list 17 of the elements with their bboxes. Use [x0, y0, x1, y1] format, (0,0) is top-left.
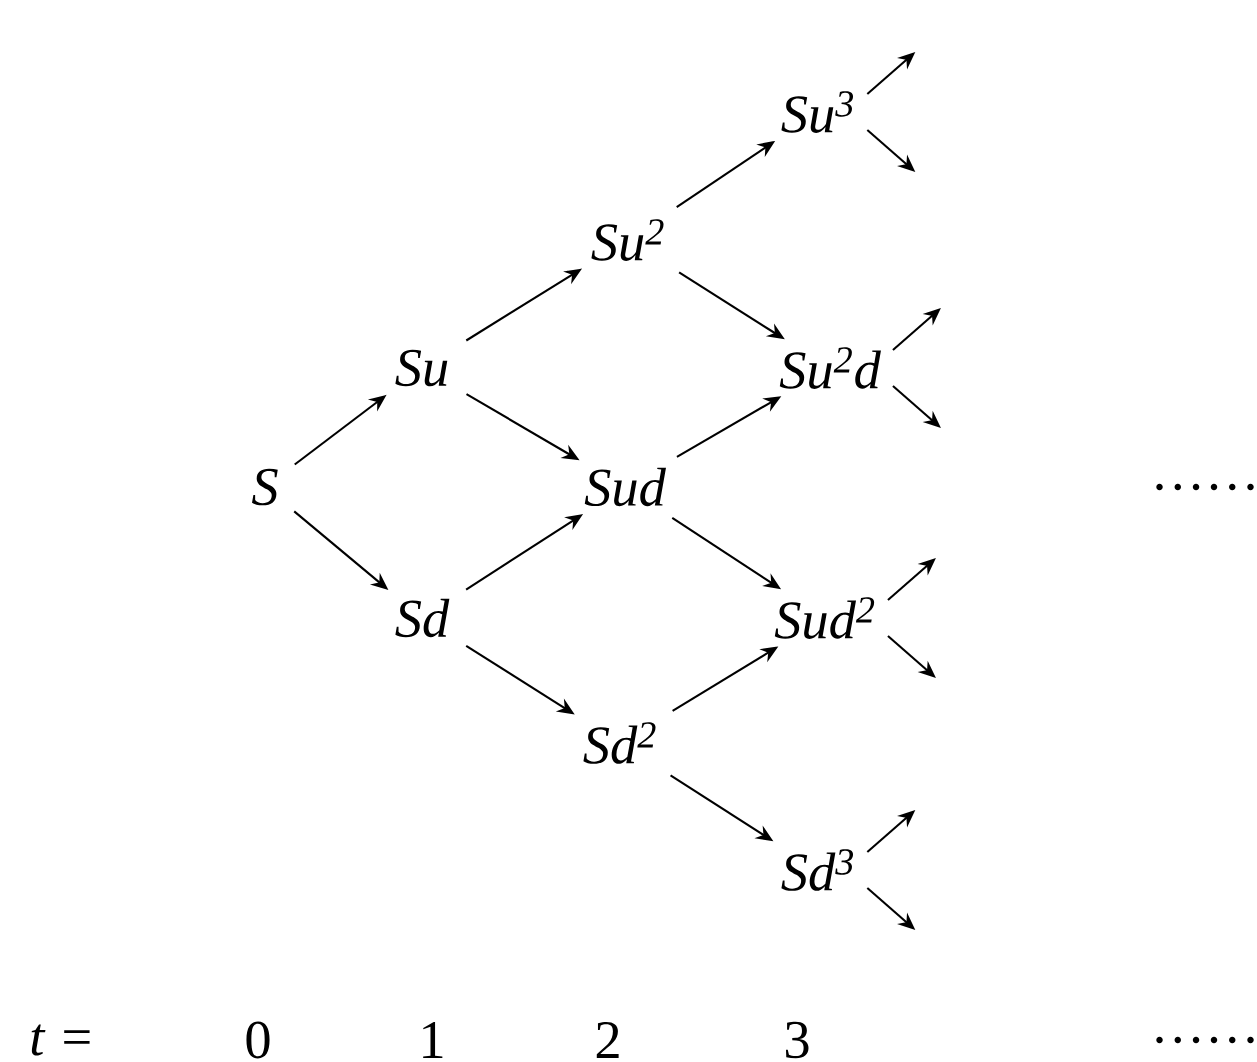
time-step: 1 — [423, 1022, 443, 1058]
time-step: 3 — [786, 1021, 809, 1059]
ellipsis: …… — [1156, 1036, 1254, 1044]
time-step: 0 — [246, 1021, 270, 1059]
price-label: Su$^{2}$d — [779, 347, 881, 389]
time-label: t = — [31, 1024, 90, 1056]
price-label: Sd$^{3}$ — [781, 849, 853, 891]
price-label: Su$^{2}$ — [591, 219, 664, 261]
price-label: Sud — [584, 467, 666, 507]
time-step: 2 — [596, 1021, 619, 1059]
price-label: Su$^{3}$ — [781, 91, 853, 133]
price-label: Su — [395, 349, 448, 387]
ellipsis: …… — [1156, 483, 1254, 491]
price-label: Sd — [395, 598, 450, 638]
price-label: S — [252, 468, 278, 506]
price-label: Sd$^{2}$ — [583, 722, 656, 764]
price-label: Sud$^{2}$ — [774, 597, 875, 639]
